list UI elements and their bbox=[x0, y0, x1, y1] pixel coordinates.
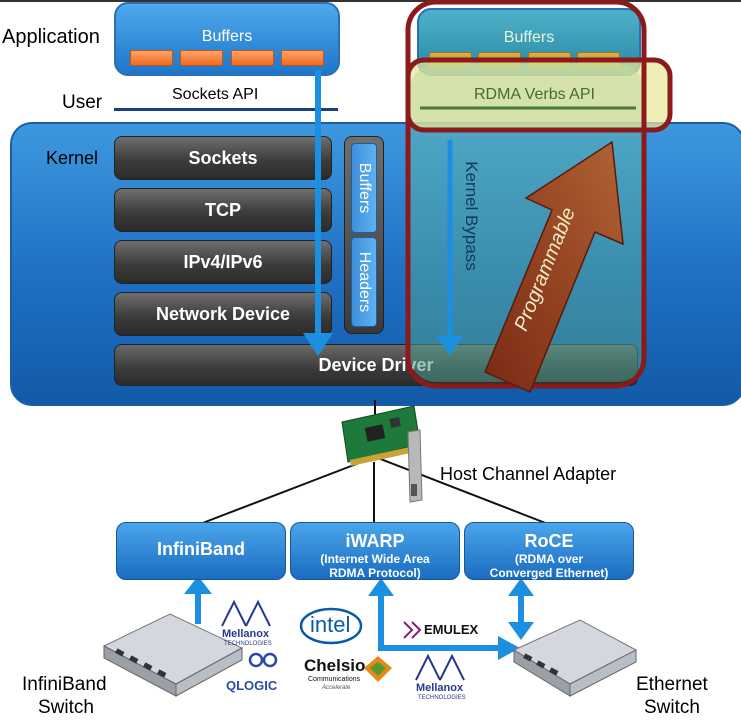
sockets-api-line bbox=[114, 108, 338, 111]
protocol-infiniband: InfiniBand bbox=[116, 522, 286, 580]
hca-to-roce bbox=[377, 457, 549, 525]
protocol-iwarp-subtitle-line2: RDMA Protocol) bbox=[329, 566, 421, 580]
buffers-headers-bar: Buffers Headers bbox=[344, 136, 384, 334]
programmable-arrow bbox=[484, 140, 624, 393]
qlogic-logo-mark bbox=[248, 652, 278, 668]
ib-switch-arrowhead bbox=[184, 576, 212, 594]
ethernet-switch-label-line1: Ethernet bbox=[636, 674, 708, 695]
bypass-region-fill bbox=[410, 64, 644, 382]
buffer-cell bbox=[281, 50, 324, 66]
layer-network-device: Network Device bbox=[114, 292, 332, 336]
iwarp-right-arrowhead bbox=[498, 636, 520, 660]
mellanox-logo-sub-1: TECHNOLOGIES bbox=[224, 641, 272, 647]
buffers-cell: Buffers bbox=[351, 143, 377, 233]
protocol-roce-subtitle-line2: Converged Ethernet) bbox=[489, 566, 609, 580]
protocol-iwarp-subtitle-line1: (Internet Wide Area bbox=[320, 552, 430, 566]
app-buffers-title: Buffers bbox=[201, 28, 253, 45]
hca-card-graphic bbox=[341, 405, 423, 503]
layer-sockets: Sockets bbox=[114, 136, 332, 180]
emulex-logo-text: EMULEX bbox=[424, 622, 479, 637]
infiniband-switch-graphic bbox=[102, 613, 244, 697]
kernel-label: Kernel bbox=[46, 148, 99, 168]
intel-logo-oval bbox=[299, 607, 363, 645]
layer-ip: IPv4/IPv6 bbox=[114, 240, 332, 284]
buffer-cell bbox=[231, 50, 274, 66]
qlogic-logo-text: QLOGIC bbox=[226, 678, 278, 693]
kernel-bypass-arrowhead bbox=[437, 336, 463, 356]
mellanox-logo-sub-2: TECHNOLOGIES bbox=[418, 695, 466, 701]
hca-label: Host Channel Adapter bbox=[440, 464, 617, 484]
mellanox-logo-mark-2 bbox=[415, 653, 465, 681]
buffer-cell bbox=[130, 50, 173, 66]
iwarp-ethernet-arrow bbox=[378, 594, 500, 651]
hca-to-infiniband bbox=[199, 457, 373, 525]
roce-down-arrowhead bbox=[508, 622, 534, 640]
roce-up-arrowhead bbox=[508, 578, 534, 596]
user-label: User bbox=[62, 92, 103, 113]
protocol-iwarp-title: iWARP bbox=[345, 531, 405, 551]
protocol-iwarp: iWARP (Internet Wide Area RDMA Protocol) bbox=[290, 522, 460, 580]
layer-tcp: TCP bbox=[114, 188, 332, 232]
kernel-bypass-label: Kernel Bypass bbox=[461, 161, 481, 271]
mellanox-logo-mark-1 bbox=[221, 599, 271, 627]
app-buffers-box-sockets: Buffers bbox=[114, 2, 340, 76]
chelsio-logo-tag: Accelerate bbox=[322, 685, 351, 691]
rdma-verbs-api-label: RDMA Verbs API bbox=[474, 86, 595, 103]
emulex-logo-mark bbox=[403, 621, 422, 639]
infiniband-switch-label-line1: InfiniBand bbox=[22, 674, 107, 695]
buffer-cell bbox=[180, 50, 223, 66]
headers-cell: Headers bbox=[351, 237, 377, 327]
chelsio-logo-text: Chelsio bbox=[304, 656, 366, 675]
protocol-roce-subtitle-line1: (RDMA over bbox=[514, 552, 584, 566]
infiniband-switch-label-line2: Switch bbox=[38, 697, 94, 718]
iwarp-up-arrowhead bbox=[368, 578, 394, 596]
intel-logo-text: intel bbox=[310, 612, 351, 637]
top-divider bbox=[0, 0, 741, 2]
protocol-roce: RoCE (RDMA over Converged Ethernet) bbox=[464, 522, 634, 580]
sockets-path-arrowhead bbox=[303, 333, 333, 356]
chelsio-logo-sub: Communications bbox=[308, 676, 361, 683]
chelsio-logo-mark bbox=[364, 656, 392, 682]
sockets-api-label: Sockets API bbox=[172, 86, 259, 103]
app-buffers-title: Buffers bbox=[503, 29, 555, 46]
protocol-roce-title: RoCE bbox=[524, 531, 574, 551]
ethernet-switch-label-line2: Switch bbox=[644, 697, 700, 718]
mellanox-logo-text-1: Mellanox bbox=[222, 628, 270, 640]
mellanox-logo-text-2: Mellanox bbox=[416, 682, 464, 694]
protocol-infiniband-title: InfiniBand bbox=[157, 539, 245, 559]
application-label: Application bbox=[2, 26, 100, 48]
ethernet-switch-graphic bbox=[512, 619, 638, 697]
